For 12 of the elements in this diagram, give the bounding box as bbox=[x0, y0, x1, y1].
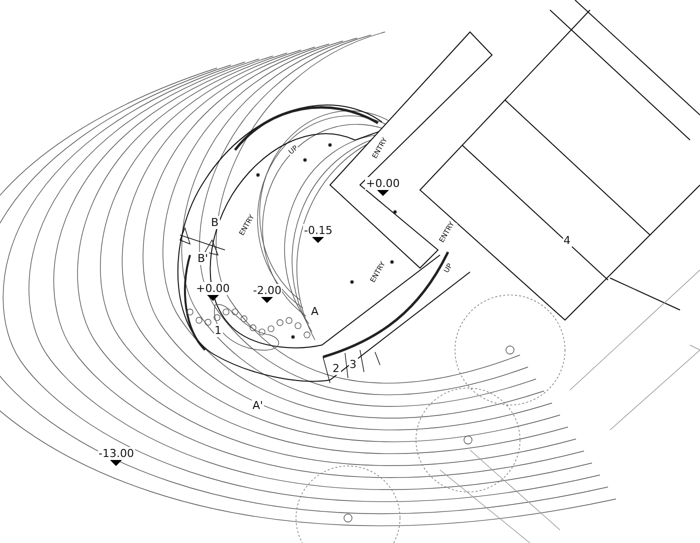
elevation-label: +0.00 bbox=[195, 282, 231, 294]
elevation-label: +0.00 bbox=[365, 176, 401, 190]
elevation-label: -0.15 bbox=[303, 224, 334, 236]
elevation-label: -13.00 bbox=[98, 446, 135, 460]
section-label: B bbox=[210, 216, 220, 228]
section-label: A bbox=[310, 304, 320, 318]
section-label: B' bbox=[196, 252, 210, 264]
elevation-label: -2.00 bbox=[252, 284, 282, 296]
room-number: 3 bbox=[348, 358, 358, 370]
room-number: 1 bbox=[214, 324, 222, 336]
section-label: A' bbox=[252, 398, 264, 412]
room-number: 2 bbox=[332, 362, 340, 374]
